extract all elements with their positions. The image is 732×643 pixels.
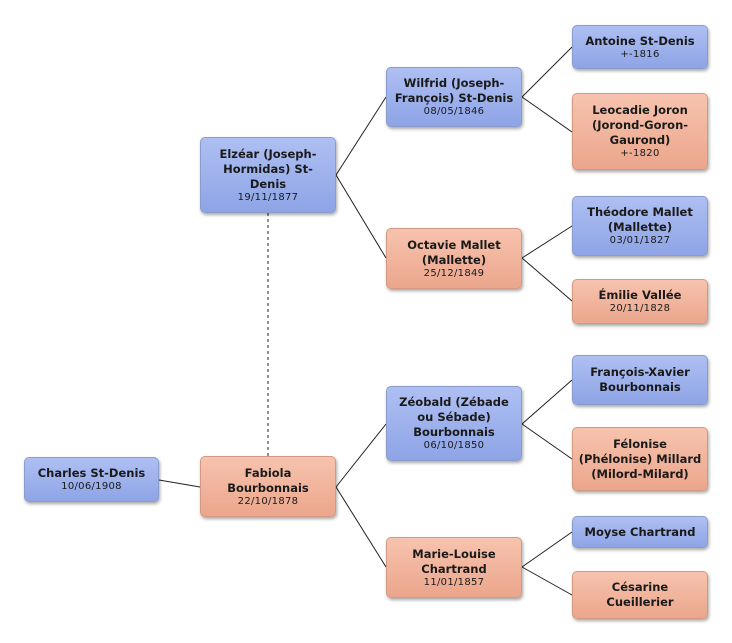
person-antoine-st-denis[interactable]: Antoine St-Denis +-1816 — [572, 25, 708, 69]
person-name: Marie-Louise Chartrand — [412, 546, 496, 576]
person-elzear-st-denis[interactable]: Elzéar (Joseph-Hormidas) St-Denis 19/11/… — [200, 137, 336, 213]
person-name: Moyse Chartrand — [584, 524, 696, 539]
person-name: Octavie Mallet (Mallette) — [407, 237, 501, 267]
link-zeobald-felonise — [521, 423, 573, 460]
person-name: Théodore Mallet (Mallette) — [587, 205, 693, 234]
person-name: Charles St-Denis — [37, 466, 146, 480]
link-marielouise-cesarine — [521, 566, 573, 596]
link-fabiola-marielouise — [335, 486, 387, 568]
person-date: 10/06/1908 — [61, 481, 122, 492]
link-fabiola-zeobald — [335, 423, 387, 488]
person-date: 03/01/1827 — [609, 235, 671, 246]
link-octavie-emilie — [521, 257, 573, 302]
person-fabiola-bourbonnais[interactable]: Fabiola Bourbonnais 22/10/1878 — [200, 456, 336, 517]
link-wilfrid-leocadie — [521, 96, 573, 133]
person-date: 19/11/1877 — [237, 191, 299, 203]
link-elzear-octavie — [335, 174, 387, 259]
link-marielouise-moyse — [521, 531, 573, 568]
person-charles-st-denis[interactable]: Charles St-Denis 10/06/1908 — [24, 457, 159, 502]
link-zeobald-francoisxavier — [521, 379, 573, 425]
person-name: Antoine St-Denis — [585, 33, 695, 48]
person-name: François-Xavier Bourbonnais — [590, 365, 690, 394]
person-date: 22/10/1878 — [237, 495, 299, 507]
person-francois-xavier-bourbonnais[interactable]: François-Xavier Bourbonnais — [572, 355, 708, 405]
person-felonise-millard[interactable]: Félonise (Phélonise) Millard (Milord-Mil… — [572, 427, 708, 491]
person-moyse-chartrand[interactable]: Moyse Chartrand — [572, 516, 708, 548]
person-name: Elzéar (Joseph-Hormidas) St-Denis — [219, 146, 317, 191]
person-date: +-1820 — [620, 148, 660, 159]
link-elzear-wilfrid — [335, 96, 387, 176]
person-date: 06/10/1850 — [423, 440, 485, 451]
person-date: 08/05/1846 — [423, 106, 485, 117]
person-cesarine-cueillerier[interactable]: Césarine Cueillerier — [572, 571, 708, 619]
person-name: Césarine Cueillerier — [606, 580, 674, 609]
person-wilfrid-st-denis[interactable]: Wilfrid (Joseph-François) St-Denis 08/05… — [386, 67, 522, 127]
person-date: 25/12/1849 — [423, 267, 485, 279]
person-name: Wilfrid (Joseph-François) St-Denis — [394, 76, 514, 105]
person-name: Leocadie Joron (Jorond-Goron-Gaurond) — [591, 103, 689, 147]
person-date: 20/11/1828 — [609, 303, 671, 314]
person-name: Fabiola Bourbonnais — [227, 465, 309, 495]
link-octavie-theodore — [521, 225, 573, 259]
link-charles-fabiola — [158, 479, 201, 488]
person-name: Émilie Vallée — [598, 288, 682, 302]
person-marie-louise-chartrand[interactable]: Marie-Louise Chartrand 11/01/1857 — [386, 537, 522, 598]
person-date: 11/01/1857 — [423, 576, 485, 588]
link-wilfrid-antoine — [521, 46, 573, 98]
person-leocadie-joron[interactable]: Leocadie Joron (Jorond-Goron-Gaurond) +-… — [572, 93, 708, 170]
person-octavie-mallet[interactable]: Octavie Mallet (Mallette) 25/12/1849 — [386, 228, 522, 289]
person-zeobald-bourbonnais[interactable]: Zéobald (Zébade ou Sébade) Bourbonnais 0… — [386, 386, 522, 461]
person-theodore-mallet[interactable]: Théodore Mallet (Mallette) 03/01/1827 — [572, 196, 708, 256]
person-date: +-1816 — [620, 48, 660, 60]
person-name: Zéobald (Zébade ou Sébade) Bourbonnais — [399, 395, 509, 439]
person-name: Félonise (Phélonise) Millard (Milord-Mil… — [578, 436, 702, 481]
person-emilie-vallee[interactable]: Émilie Vallée 20/11/1828 — [572, 279, 708, 324]
